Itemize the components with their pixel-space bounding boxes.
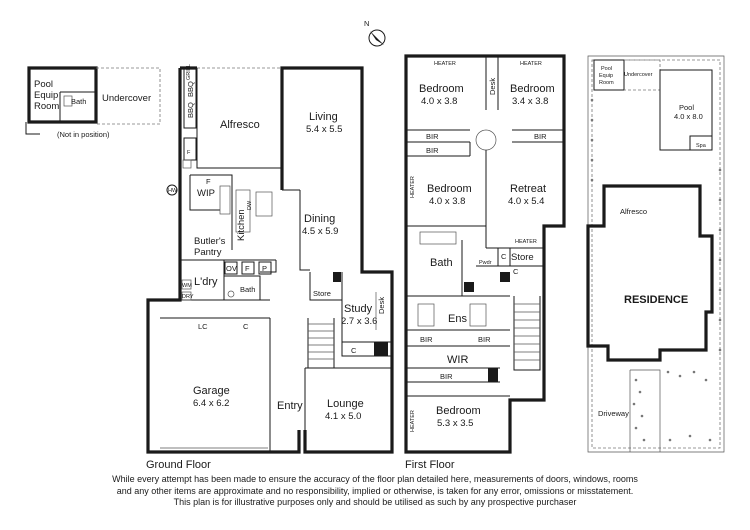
ff-bedroom-4-label: Bedroom	[436, 405, 481, 417]
ff-bir-label-4: BIR	[420, 335, 433, 344]
compass-north-label: N	[364, 19, 369, 28]
gf-bath-label: Bath	[240, 285, 255, 294]
gf-linen-cupboard-label: LC	[198, 322, 208, 331]
ff-ensuite-label: Ens	[448, 313, 467, 325]
ff-bedroom-2-label: Bedroom	[510, 83, 555, 95]
ff-retreat-dims: 4.0 x 5.4	[508, 196, 544, 207]
ff-bedroom-3-dims: 4.0 x 3.8	[429, 196, 465, 207]
ff-bedroom-1-dims: 4.0 x 3.8	[421, 96, 457, 107]
disclaimer-line-1: While every attempt has been made to ens…	[112, 474, 638, 484]
ff-retreat-label: Retreat	[510, 183, 546, 195]
ground-floor-plan: Pool Equip Room Bath Undercover (Not in …	[25, 64, 394, 471]
gf-kitchen-label: Kitchen	[236, 209, 247, 241]
gf-dw-label: DW	[247, 200, 253, 210]
ff-bir-label-1: BIR	[426, 132, 439, 141]
sp-undercover-label: Undercover	[624, 72, 653, 78]
ff-heater-label-5: HEATER	[410, 410, 416, 432]
sp-residence-label: RESIDENCE	[624, 294, 688, 306]
gf-hw-label: HW	[168, 188, 178, 194]
sp-pool-equip-label-1: Pool	[601, 66, 612, 72]
gf-study-dims: 2.7 x 3.6	[341, 316, 377, 327]
disclaimer-line-3: This plan is for illustrative purposes o…	[173, 497, 577, 507]
sp-driveway-label: Driveway	[598, 409, 629, 418]
gf-entry-label: Entry	[277, 400, 303, 412]
gf-dryer-label: DRY	[182, 294, 194, 300]
gf-study-desk-label: Desk	[377, 297, 386, 314]
sp-pool-equip-label-3: Room	[599, 80, 614, 86]
ff-pwdr-label: Pwdr	[479, 260, 492, 266]
ff-heater-label-1: HEATER	[434, 61, 456, 67]
gf-title: Ground Floor	[146, 459, 211, 471]
ff-desk-label: Desk	[488, 78, 497, 95]
gf-pool-equip-label-2: Equip	[34, 90, 58, 101]
ff-wir-label: WIR	[447, 354, 468, 366]
ff-bir-label-3: BIR	[534, 132, 547, 141]
gf-lounge-cupboard-label: C	[351, 346, 357, 355]
floor-plan-drawing: N Pool Equip Room Bath Undercover (Not i…	[25, 19, 725, 471]
ff-bedroom-2-dims: 3.4 x 3.8	[512, 96, 548, 107]
gf-dining-label: Dining	[304, 213, 335, 225]
gf-wm-label: WM	[182, 283, 192, 289]
ff-cupboard-label-1: C	[501, 252, 507, 261]
gf-kitchen-fridge-label: F	[245, 264, 250, 273]
gf-oven-label: OV	[226, 264, 237, 273]
compass: N	[364, 19, 386, 47]
gf-laundry-label: L'dry	[194, 276, 218, 288]
ff-bedroom-1-label: Bedroom	[419, 83, 464, 95]
gf-garage-cupboard-label: C	[243, 322, 249, 331]
disclaimer-line-2: and any other items are approximate and …	[116, 485, 634, 496]
gf-garage-label: Garage	[193, 385, 230, 397]
ff-bir-label-6: BIR	[440, 372, 453, 381]
ff-cupboard-label-2: C	[513, 267, 519, 276]
sp-garden-dots	[590, 98, 722, 442]
sp-alfresco-label: Alfresco	[620, 207, 647, 216]
first-floor-plan: HEATER HEATER Bedroom 4.0 x 3.8 Desk Bed…	[404, 54, 566, 471]
gf-grill-label: GRILL	[186, 64, 192, 80]
gf-bbq-label-2: BBQ	[186, 102, 195, 118]
gf-living-dims: 5.4 x 5.5	[306, 124, 342, 135]
gf-wip-fridge-label: F	[206, 177, 211, 186]
gf-butlers-label-2: Pantry	[194, 247, 222, 258]
gf-pool-equip-label-1: Pool	[34, 79, 53, 90]
gf-pool-equip-label-3: Room	[34, 101, 59, 112]
ff-bedroom-3-label: Bedroom	[427, 183, 472, 195]
gf-pantry-label: P	[262, 264, 267, 273]
sp-spa-label: Spa	[696, 143, 707, 149]
gf-alfresco-label: Alfresco	[220, 119, 260, 131]
gf-lounge-label: Lounge	[327, 398, 364, 410]
gf-living-label: Living	[309, 111, 338, 123]
compass-needle-icon	[370, 31, 384, 45]
ff-bedroom-4-dims: 5.3 x 3.5	[437, 418, 473, 429]
sp-pool-dims: 4.0 x 8.0	[674, 112, 703, 121]
gf-store-label: Store	[313, 289, 331, 298]
gf-wip-label: WIP	[197, 188, 215, 199]
gf-alfresco-fridge-label: F	[187, 150, 191, 156]
gf-not-in-position-label: (Not in position)	[57, 130, 110, 139]
ff-bath-label: Bath	[430, 257, 453, 269]
ff-bir-label-2: BIR	[426, 146, 439, 155]
ff-bir-label-5: BIR	[478, 335, 491, 344]
disclaimer: While every attempt has been made to ens…	[0, 474, 750, 509]
sp-pool-equip-label-2: Equip	[599, 73, 613, 79]
gf-lounge-dims: 4.1 x 5.0	[325, 411, 361, 422]
gf-pool-bath-label: Bath	[71, 97, 86, 106]
ff-store-label: Store	[511, 252, 534, 263]
ff-heater-label-4: HEATER	[515, 239, 537, 245]
ff-heater-label-2: HEATER	[520, 61, 542, 67]
sp-pool-label: Pool	[679, 103, 694, 112]
ff-title: First Floor	[405, 459, 455, 471]
gf-undercover-label: Undercover	[102, 93, 151, 104]
gf-garage-dims: 6.4 x 6.2	[193, 398, 229, 409]
gf-dining-dims: 4.5 x 5.9	[302, 226, 338, 237]
site-plan: Pool Equip Room Undercover Pool 4.0 x 8.…	[586, 55, 725, 453]
ff-heater-label-3: HEATER	[410, 176, 416, 198]
gf-butlers-label-1: Butler's	[194, 236, 226, 247]
gf-bbq-label-1: BBQ	[186, 81, 195, 97]
gf-study-label: Study	[344, 303, 373, 315]
